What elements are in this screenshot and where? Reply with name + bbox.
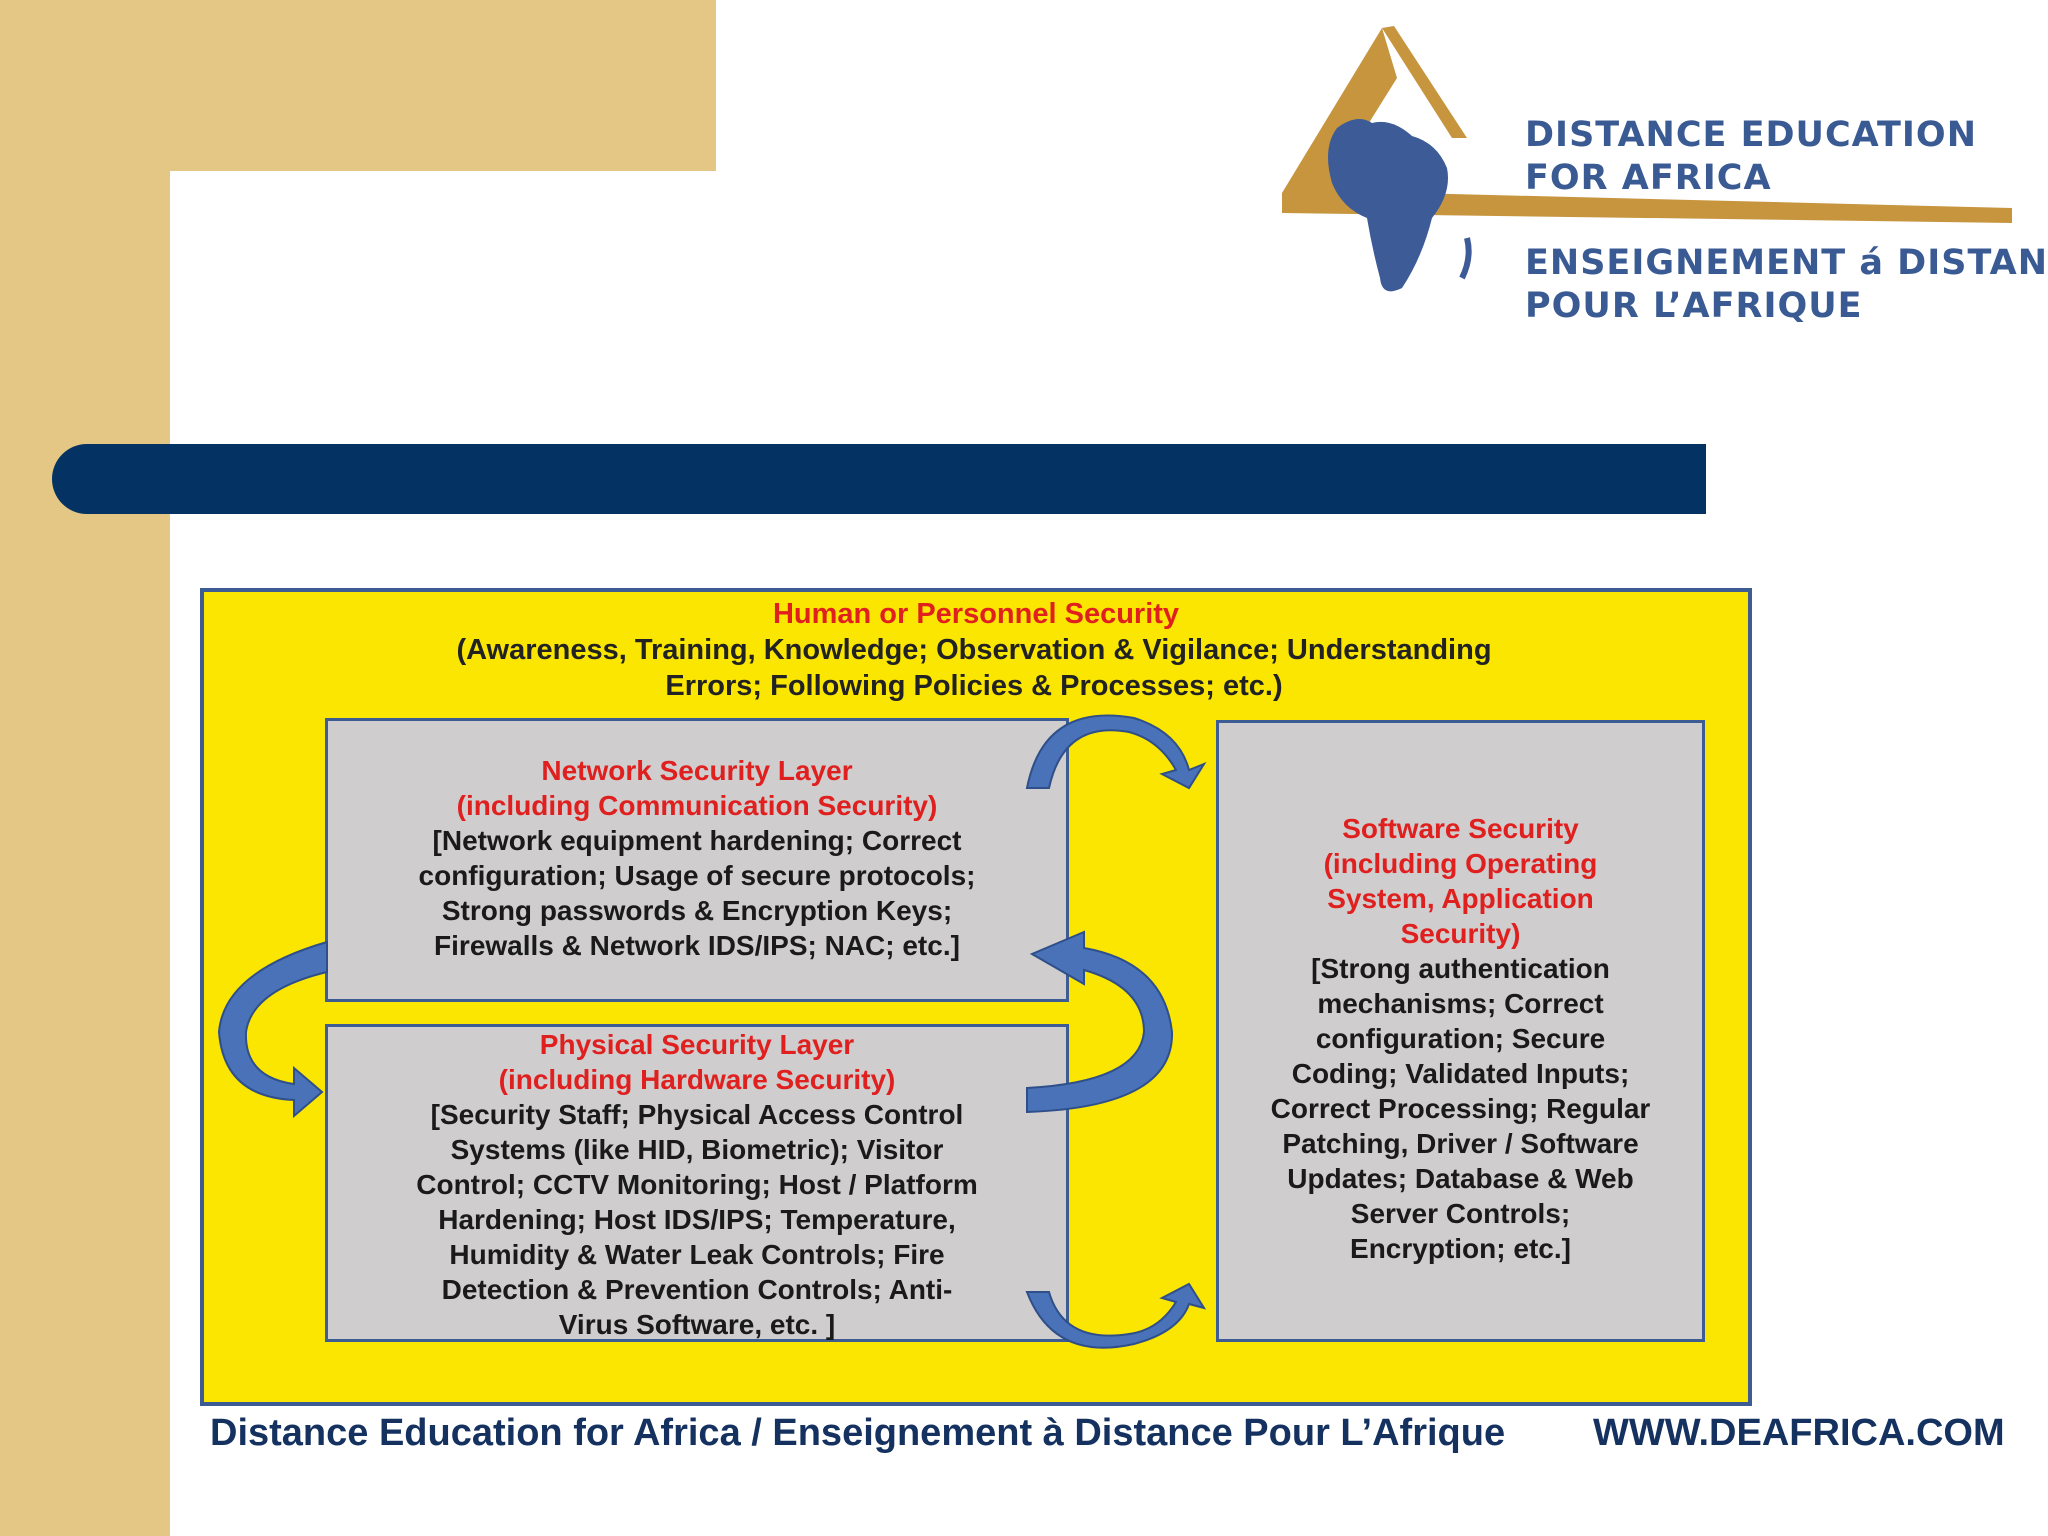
cycle-arrows	[217, 714, 1207, 1349]
left-accent-bar	[0, 0, 170, 1536]
outer-description: (Awareness, Training, Knowledge; Observa…	[456, 634, 1492, 702]
logo-text-english: DISTANCE EDUCATION FOR AFRICA	[1525, 115, 1977, 198]
footer-url[interactable]: WWW.DEAFRICA.COM	[1593, 1412, 2005, 1454]
security-layers-diagram: Human or Personnel Security (Awareness, …	[200, 588, 1752, 1406]
outer-title: Human or Personnel Security	[772, 598, 1180, 630]
logo-text-french: ENSEIGNEMENT á DISTANCE POUR L’AFRIQUE	[1525, 243, 2048, 326]
software-security-box: Software Security (including Operating S…	[1216, 720, 1705, 1342]
arrow-right-arc-icon	[1026, 930, 1174, 1114]
physical-security-box: Physical Security Layer (including Hardw…	[325, 1024, 1069, 1342]
deafrica-logo: DISTANCE EDUCATION FOR AFRICA ENSEIGNEME…	[1262, 18, 2048, 326]
arrow-top-arc-icon	[1025, 714, 1207, 790]
arrow-left-arc-icon	[217, 940, 328, 1119]
network-security-box: Network Security Layer (including Commun…	[325, 718, 1069, 1002]
logo-emblem-icon	[1282, 26, 2012, 292]
top-accent-bar	[0, 0, 716, 171]
footer-text: Distance Education for Africa / Enseigne…	[210, 1412, 1506, 1454]
arrow-bottom-arc-icon	[1025, 1282, 1207, 1349]
title-bar	[52, 444, 1706, 514]
